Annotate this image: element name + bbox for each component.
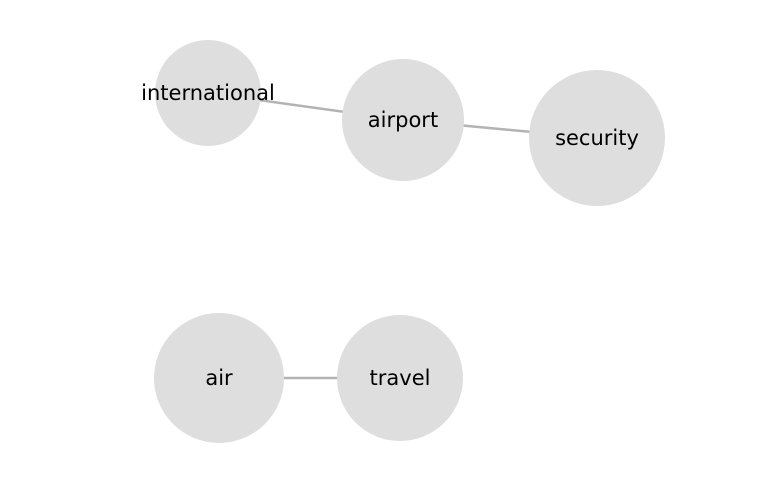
node-international-label: international <box>141 81 275 105</box>
node-air-circle <box>154 313 284 443</box>
node-international: international <box>141 40 275 146</box>
node-security-circle <box>529 70 665 206</box>
node-security: security <box>529 70 665 206</box>
node-travel-circle <box>337 315 463 441</box>
node-travel-label: travel <box>370 366 431 390</box>
node-international-circle <box>155 40 261 146</box>
node-air: air <box>154 313 284 443</box>
node-air-label: air <box>205 366 233 390</box>
node-airport-label: airport <box>368 108 438 132</box>
node-airport-circle <box>342 59 464 181</box>
node-airport: airport <box>342 59 464 181</box>
nodes: international airport security air trave… <box>141 40 665 443</box>
node-security-label: security <box>555 126 639 150</box>
node-travel: travel <box>337 315 463 441</box>
